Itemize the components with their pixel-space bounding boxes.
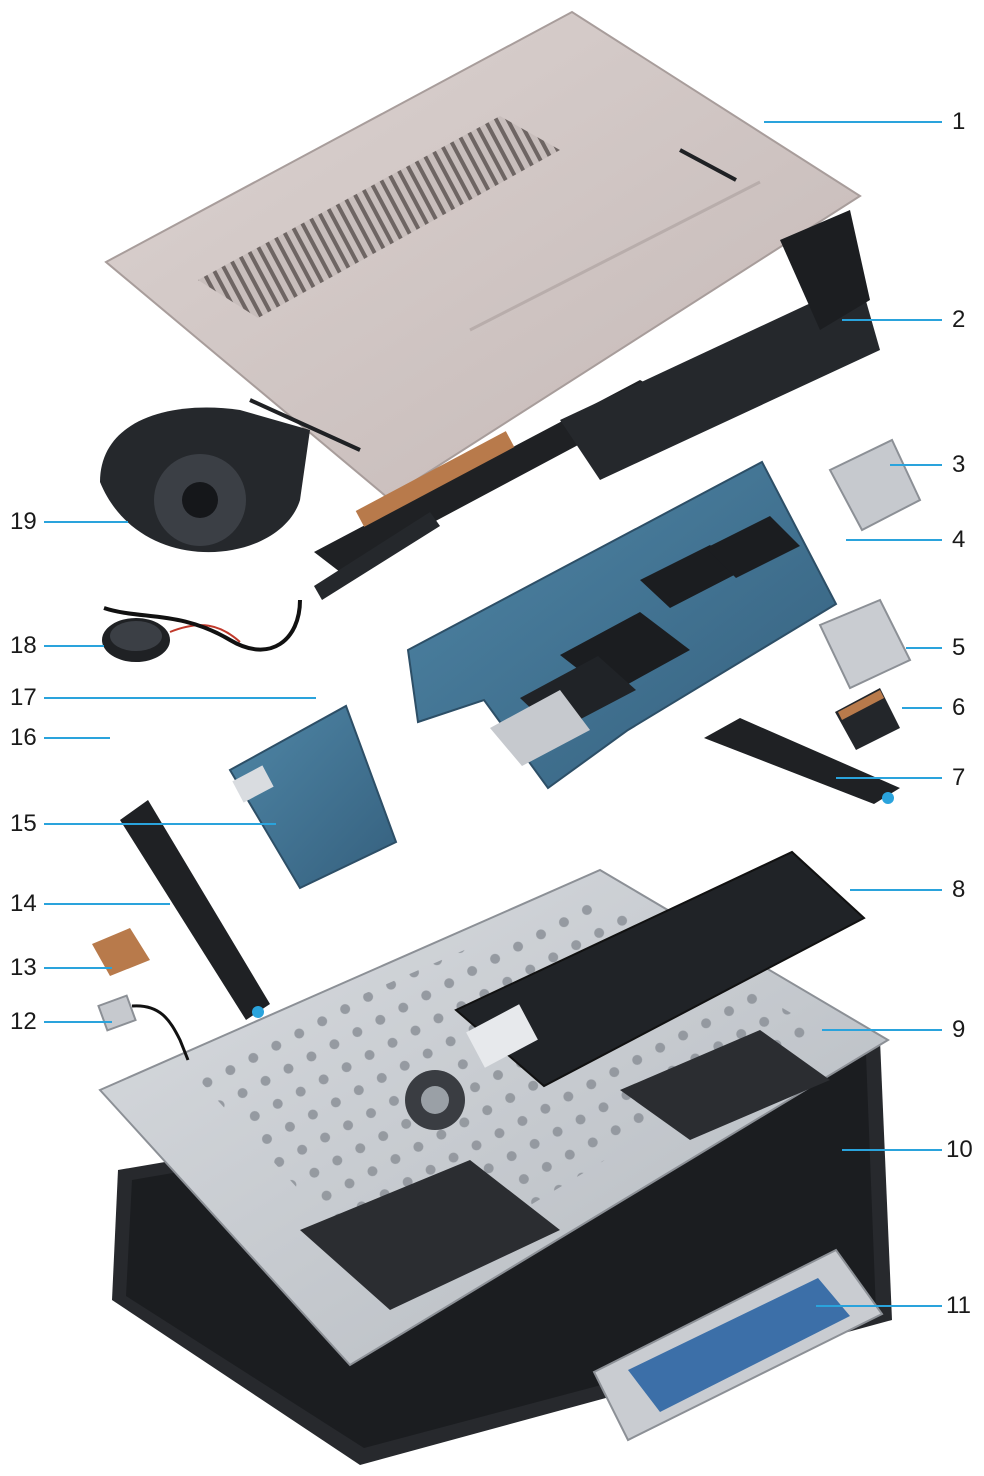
usb-type-c-bracket <box>828 438 922 532</box>
touchpad <box>592 1248 884 1442</box>
heat-sink <box>314 210 880 572</box>
callout-14: 14 <box>10 890 37 917</box>
coin-cell-battery <box>102 618 241 662</box>
callout-1: 1 <box>952 108 966 135</box>
callout-5: 5 <box>952 634 966 661</box>
copper-shield <box>92 928 150 976</box>
solid-state-drive <box>835 688 900 750</box>
antenna-module <box>314 512 440 600</box>
callout-4: 4 <box>952 526 966 553</box>
callout-11: 11 <box>946 1292 971 1319</box>
callout-2: 2 <box>952 306 966 333</box>
callout-9: 9 <box>952 1016 966 1043</box>
callout-7: 7 <box>952 764 966 791</box>
io-board <box>228 704 398 890</box>
callout-19: 19 <box>10 508 37 535</box>
system-board <box>406 460 838 790</box>
base-cover <box>104 10 862 500</box>
callout-16: 16 <box>10 724 37 751</box>
leader-lines <box>44 121 942 1307</box>
battery <box>454 850 866 1088</box>
display-cable <box>103 599 302 652</box>
callout-10: 10 <box>946 1136 973 1163</box>
right-speaker <box>704 718 900 804</box>
callout-15: 15 <box>10 810 37 837</box>
left-speaker <box>120 800 270 1020</box>
system-fan <box>100 407 310 553</box>
callout-8: 8 <box>952 876 966 903</box>
power-button-board <box>97 994 190 1061</box>
callout-18: 18 <box>10 632 37 659</box>
callout-12: 12 <box>10 1008 37 1035</box>
callout-6: 6 <box>952 694 966 721</box>
callout-3: 3 <box>952 451 966 478</box>
callout-13: 13 <box>10 954 37 981</box>
ssd-thermal-shield <box>818 598 912 690</box>
callout-17: 17 <box>10 684 37 711</box>
